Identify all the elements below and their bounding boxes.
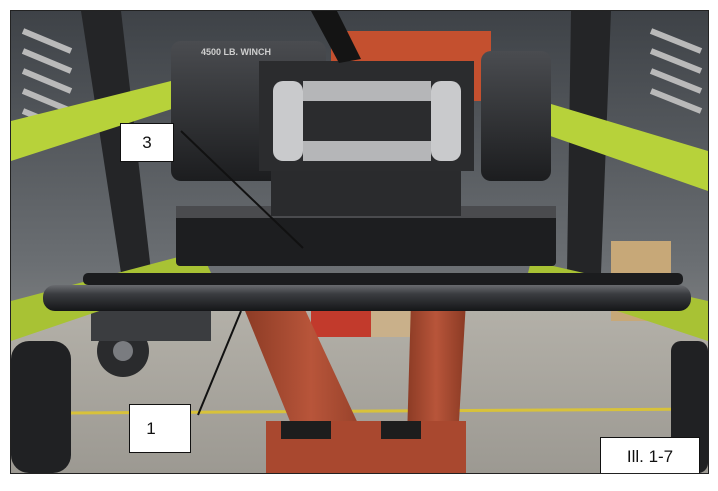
roller-fairlead-roller xyxy=(303,81,431,101)
front-crossbar-upper xyxy=(83,273,683,285)
photo-frame: 4500 LB. WINCH 3 1 Ill. 1-7 xyxy=(10,10,709,474)
tow-strap xyxy=(311,11,361,63)
lift-table-pedal xyxy=(281,421,331,439)
winch-mount-bracket xyxy=(176,206,556,266)
a-arm-right xyxy=(536,101,708,191)
background-atv-body xyxy=(91,311,211,341)
callout-1: 1 xyxy=(129,404,191,453)
mount-plate xyxy=(271,171,461,216)
roller-fairlead-roller xyxy=(273,81,303,161)
coil-spring-right xyxy=(649,28,703,114)
background-atv-wheel xyxy=(113,341,133,361)
roller-fairlead-roller xyxy=(431,81,461,161)
front-crossbar xyxy=(43,285,691,311)
callout-3: 3 xyxy=(120,123,174,162)
winch-motor xyxy=(481,51,551,181)
callout-label: 3 xyxy=(142,132,152,152)
roller-fairlead-roller xyxy=(303,141,431,161)
roll-cage-tube xyxy=(81,11,151,273)
tire xyxy=(11,341,71,473)
figure-label-text: Ill. 1-7 xyxy=(626,446,674,466)
callout-leader-line xyxy=(197,310,242,416)
callout-label: 1 xyxy=(146,418,156,438)
red-crate xyxy=(311,311,371,337)
coil-spring-left xyxy=(21,28,73,134)
callout-leader-line xyxy=(180,130,304,249)
lift-table-pedal xyxy=(381,421,421,439)
cardboard-box xyxy=(371,309,416,337)
figure-label: Ill. 1-7 xyxy=(600,437,700,473)
a-arm-left xyxy=(11,81,181,161)
winch-mount-photo: 4500 LB. WINCH xyxy=(11,11,708,473)
winch-label: 4500 LB. WINCH xyxy=(201,47,271,57)
